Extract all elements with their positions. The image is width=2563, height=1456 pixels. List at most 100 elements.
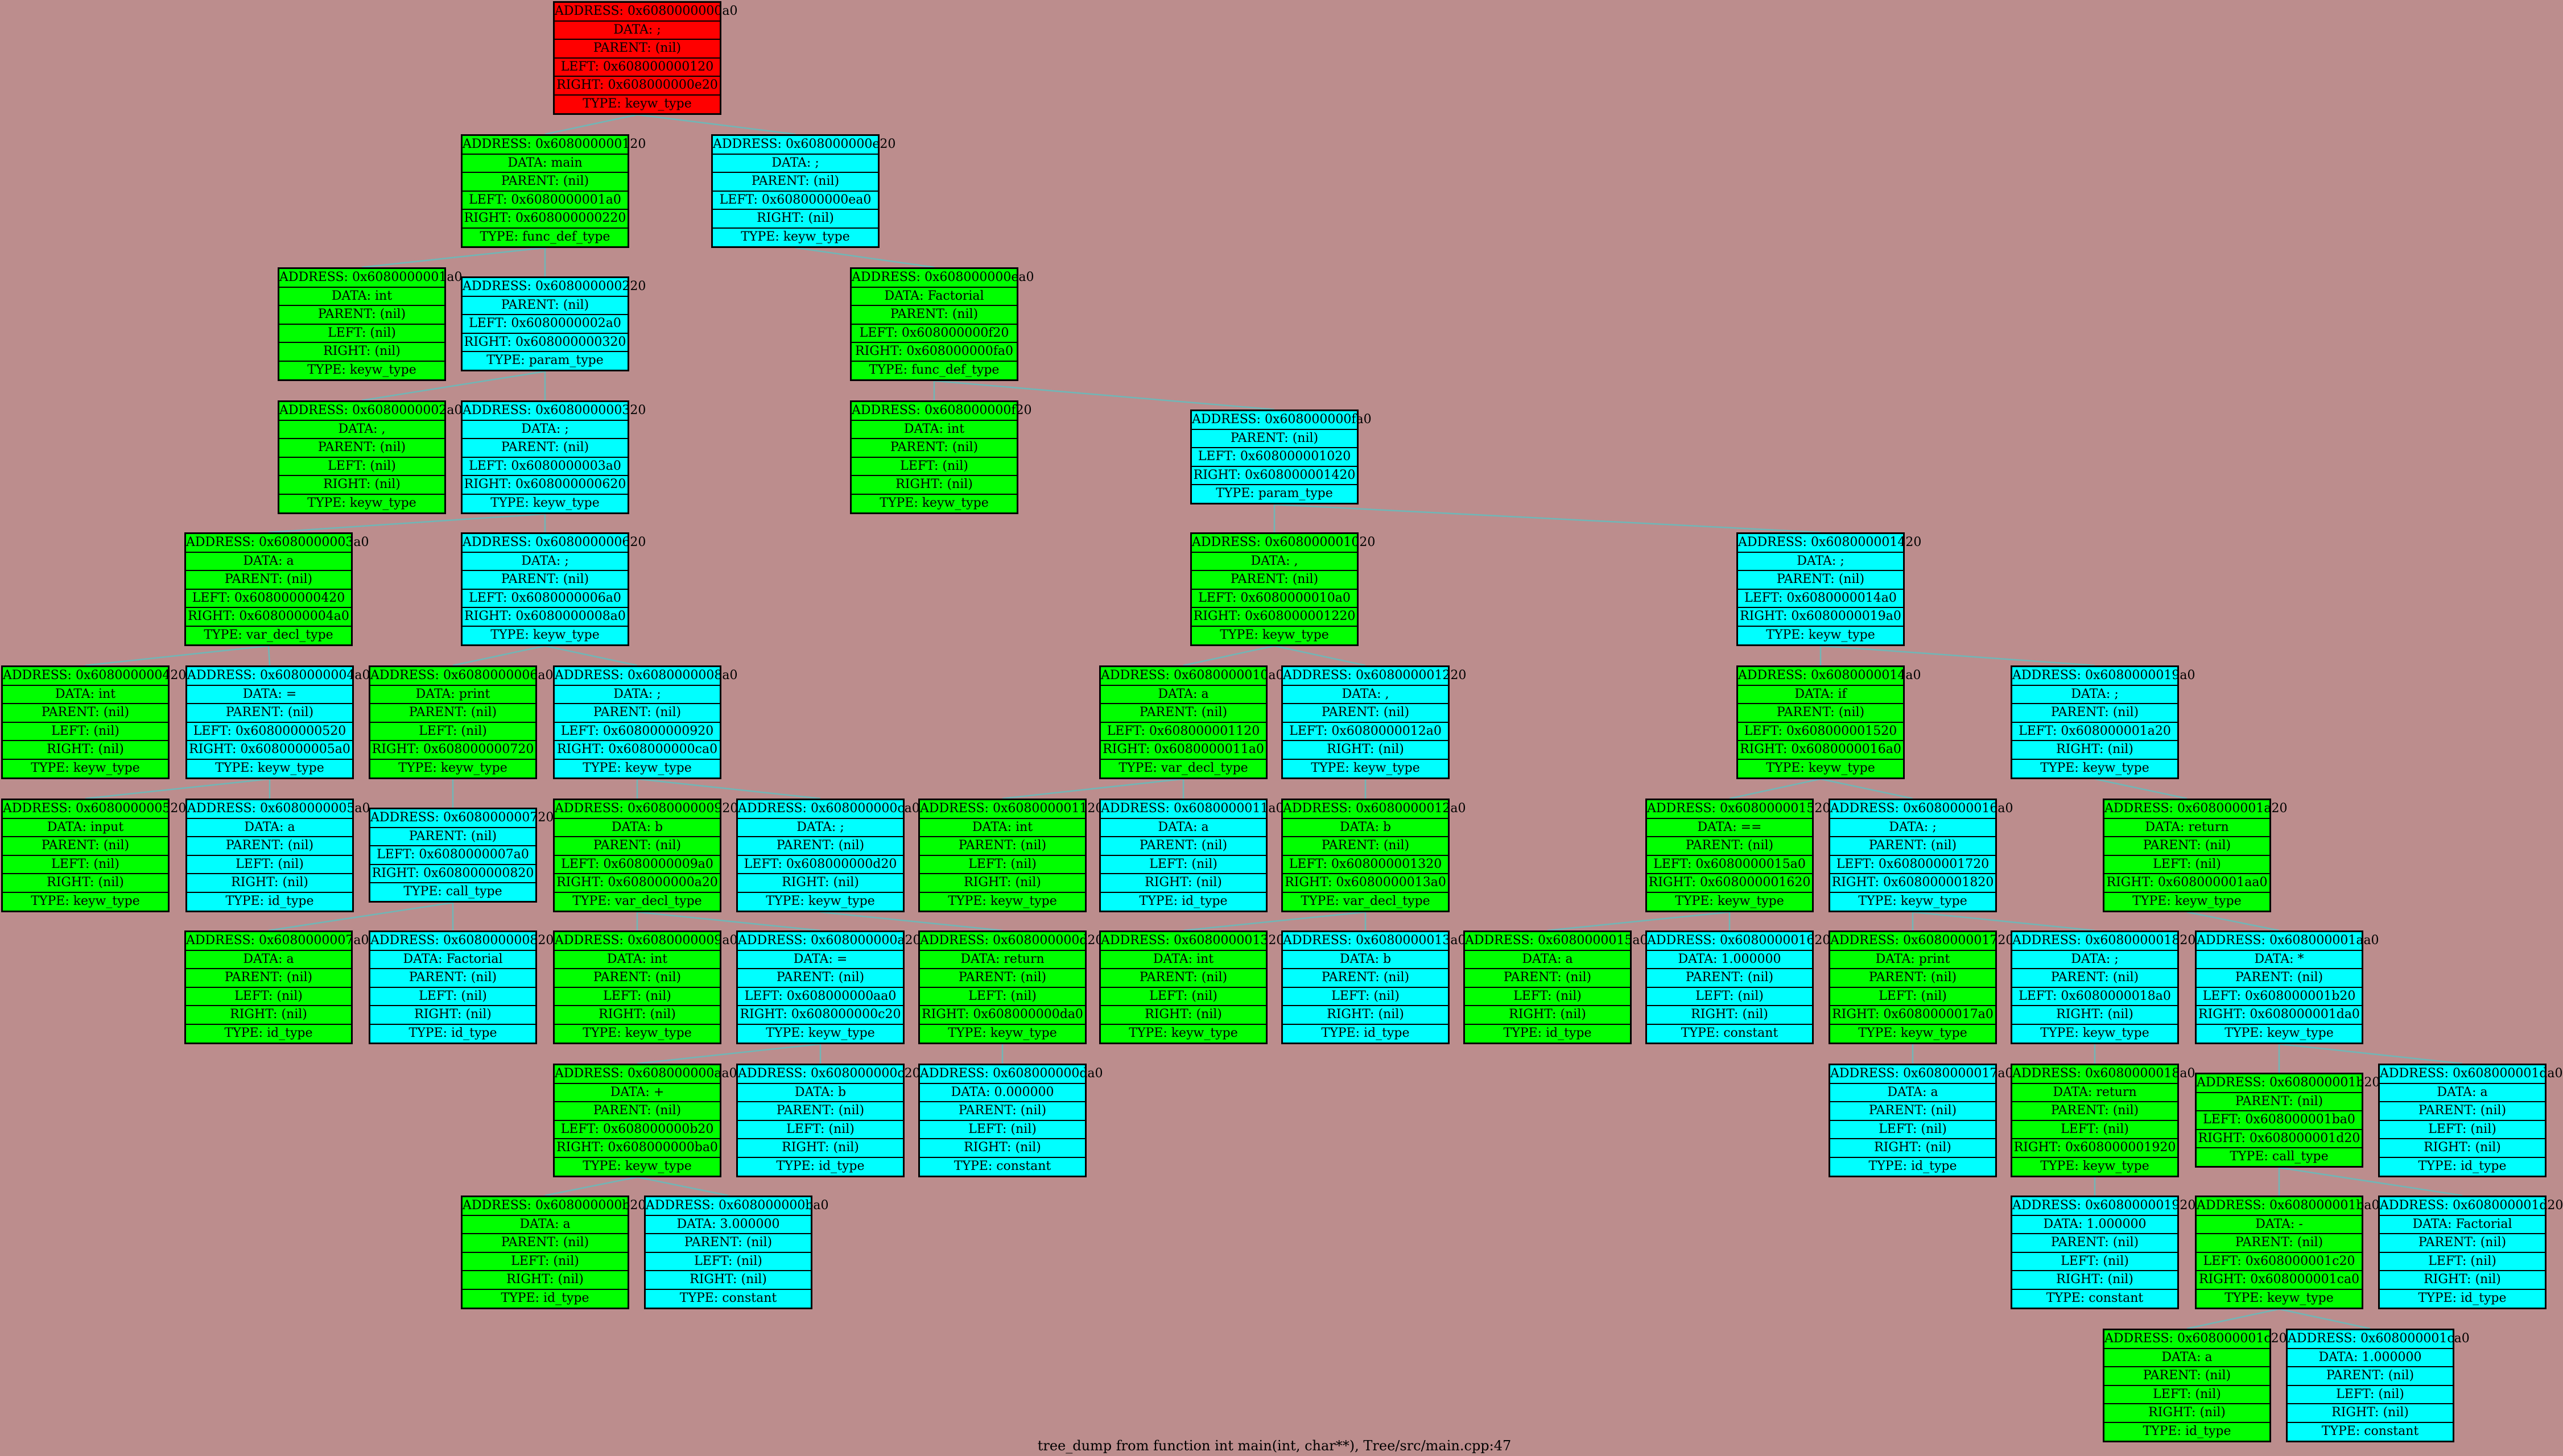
- node-field: PARENT: (nil): [852, 305, 1017, 324]
- node-field: RIGHT: 0x608000001920: [2012, 1138, 2177, 1157]
- node-field: LEFT: (nil): [852, 456, 1017, 475]
- node-field: RIGHT: (nil): [1283, 740, 1448, 759]
- node-field: ADDRESS: 0x6080000019a0: [2012, 668, 2195, 682]
- node-field: LEFT: (nil): [186, 986, 351, 1006]
- node-field: PARENT: (nil): [2380, 1101, 2545, 1120]
- node-field: DATA: print: [1830, 949, 1995, 969]
- node-field: LEFT: 0x608000001c20: [2197, 1251, 2362, 1271]
- node-field: LEFT: (nil): [1101, 854, 1266, 874]
- node-field: PARENT: (nil): [186, 570, 351, 589]
- node-field: RIGHT: 0x608000000820: [370, 863, 535, 883]
- node-field: PARENT: (nil): [555, 836, 720, 855]
- node-field: PARENT: (nil): [2012, 703, 2177, 722]
- node-field: ADDRESS: 0x608000000ba0: [646, 1198, 829, 1213]
- node-field: ADDRESS: 0x6080000014a0: [1738, 668, 1921, 682]
- node-field: PARENT: (nil): [279, 438, 444, 457]
- node-field: LEFT: (nil): [2380, 1119, 2545, 1139]
- node-field: DATA: 1.000000: [2012, 1214, 2177, 1234]
- tree-edge: [637, 114, 796, 135]
- node-field: LEFT: (nil): [463, 1251, 628, 1271]
- node-field: PARENT: (nil): [370, 703, 535, 722]
- node-field: PARENT: (nil): [1101, 836, 1266, 855]
- node-field: ADDRESS: 0x608000000220: [463, 279, 646, 293]
- node-field: TYPE: keyw_type: [2012, 1156, 2177, 1176]
- node-field: RIGHT: (nil): [1101, 873, 1266, 892]
- node-field: RIGHT: 0x608000001820: [1830, 873, 1995, 892]
- node-field: TYPE: keyw_type: [1830, 891, 1995, 911]
- tree-edge: [2279, 1043, 2463, 1065]
- node-field: LEFT: (nil): [2104, 854, 2269, 874]
- node-field: RIGHT: (nil): [2380, 1270, 2545, 1289]
- node-field: LEFT: (nil): [1101, 986, 1266, 1006]
- node-field: LEFT: 0x6080000014a0: [1738, 588, 1903, 607]
- node-field: LEFT: 0x608000000d20: [738, 854, 903, 874]
- node-field: DATA: ;: [463, 551, 628, 570]
- node-field: LEFT: 0x608000001320: [1283, 854, 1448, 874]
- node-field: DATA: 1.000000: [1647, 949, 1812, 969]
- node-field: DATA: ;: [2012, 949, 2177, 969]
- node-field: RIGHT: (nil): [920, 1138, 1085, 1157]
- tree-edge: [452, 645, 546, 667]
- node-field: PARENT: (nil): [1283, 836, 1448, 855]
- node-field: DATA: ;: [713, 153, 878, 172]
- node-field: TYPE: keyw_type: [920, 891, 1085, 911]
- tree-edge: [637, 1043, 821, 1065]
- node-field: PARENT: (nil): [1283, 703, 1448, 722]
- node-field: LEFT: 0x608000000920: [555, 721, 720, 741]
- node-field: ADDRESS: 0x608000000e20: [713, 137, 896, 151]
- node-field: RIGHT: 0x608000001aa0: [2104, 873, 2269, 892]
- tree-edge: [1274, 503, 1821, 533]
- node-field: RIGHT: (nil): [738, 873, 903, 892]
- node-field: LEFT: 0x6080000015a0: [1647, 854, 1812, 874]
- node-field: RIGHT: 0x6080000008a0: [463, 607, 628, 626]
- node-field: PARENT: (nil): [738, 836, 903, 855]
- node-field: ADDRESS: 0x608000000f20: [852, 403, 1032, 417]
- node-field: TYPE: var_decl_type: [1101, 758, 1266, 777]
- node-field: ADDRESS: 0x6080000001a0: [279, 270, 463, 284]
- node-field: LEFT: (nil): [1647, 986, 1812, 1006]
- node-field: DATA: ;: [1830, 817, 1995, 837]
- node-field: DATA: if: [1738, 684, 1903, 704]
- node-field: ADDRESS: 0x608000001120: [920, 801, 1104, 816]
- node-field: TYPE: var_decl_type: [1283, 891, 1448, 911]
- node-field: RIGHT: 0x608000000ca0: [555, 740, 720, 759]
- node-field: PARENT: (nil): [3, 703, 168, 722]
- tree-edge: [1274, 645, 1366, 667]
- node-field: TYPE: keyw_type: [1830, 1023, 1995, 1043]
- tree-edge: [267, 646, 271, 666]
- tree-edge: [1002, 778, 1184, 800]
- node-field: LEFT: (nil): [2380, 1251, 2545, 1271]
- node-field: DATA: a: [1465, 949, 1630, 969]
- node-field: ADDRESS: 0x6080000018a0: [2012, 1066, 2195, 1081]
- node-field: RIGHT: (nil): [2380, 1138, 2545, 1157]
- node-field: RIGHT: (nil): [1647, 1005, 1812, 1024]
- node-field: DATA: b: [555, 817, 720, 837]
- node-field: TYPE: keyw_type: [1738, 625, 1903, 644]
- node-field: PARENT: (nil): [463, 172, 628, 191]
- node-field: PARENT: (nil): [2104, 836, 2269, 855]
- node-field: LEFT: 0x6080000012a0: [1283, 721, 1448, 741]
- node-field: TYPE: keyw_type: [370, 758, 535, 777]
- node-field: RIGHT: 0x608000000620: [463, 475, 628, 494]
- node-field: PARENT: (nil): [279, 305, 444, 324]
- tree-edge: [2279, 1167, 2463, 1197]
- node-field: TYPE: keyw_type: [463, 493, 628, 512]
- node-field: RIGHT: (nil): [463, 1270, 628, 1289]
